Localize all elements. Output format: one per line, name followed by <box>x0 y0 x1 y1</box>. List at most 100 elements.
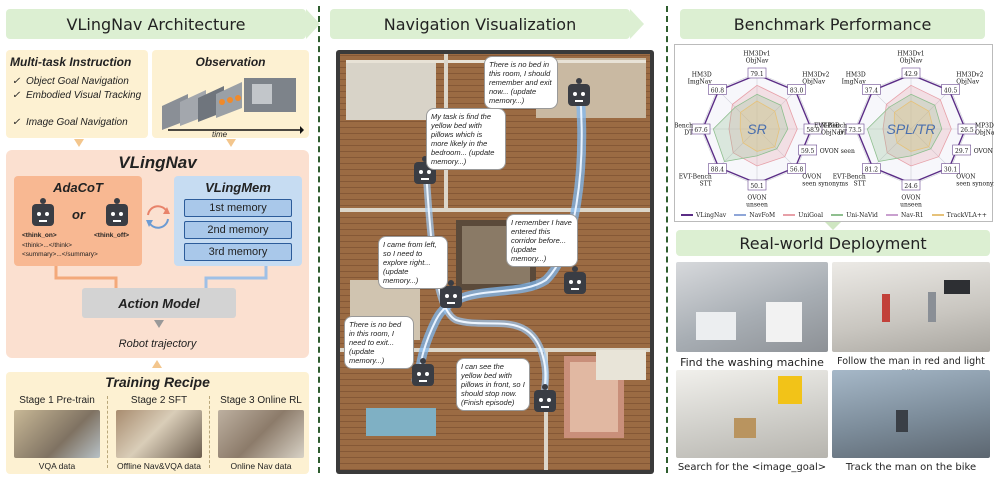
realworld-header: Real-world Deployment <box>676 230 990 256</box>
legend-label: Uni-NaVid <box>846 211 878 219</box>
legend-swatch <box>681 214 693 216</box>
adacot-box: AdaCoT or <think_on> <think_off> <think>… <box>14 176 142 266</box>
radar-left-axis-label-6-1: DT <box>684 130 693 137</box>
multitask-item-2: ✓ Embodied Visual Tracking <box>12 90 142 101</box>
radar-left-value-box-3 <box>787 163 806 174</box>
realworld-caption-1: Find the washing machine <box>680 356 824 369</box>
legend-label: UniGoal <box>798 211 824 219</box>
action-model-label: Action Model <box>118 295 200 311</box>
robot-map-icon-5 <box>412 358 434 386</box>
adacot-or-label: or <box>72 207 85 222</box>
radar-right-value-5: 81.2 <box>865 167 879 174</box>
stage-2-caption: Offline Nav&VQA data <box>117 461 201 471</box>
radar-right-value-box-4 <box>901 179 921 191</box>
legend-item: Nav-R1 <box>886 209 924 221</box>
radar-left-axis-label-1-1: ObjNav <box>802 79 825 86</box>
think-trace-2: <summary>...</summary> <box>22 251 98 258</box>
legend-swatch <box>831 214 844 216</box>
robot-map-icon-6 <box>534 384 556 412</box>
arrow-to-realworld <box>825 222 841 230</box>
legend-item: TrackVLA++ <box>931 209 987 221</box>
radar-left-value-box-6 <box>691 123 711 135</box>
radar-right-axis-label-6-0: EVT-Bench <box>814 123 847 130</box>
radar-left-axis-label-0-0: HM3Dv1 <box>743 51 770 58</box>
radar-right-value-1: 40.5 <box>944 87 958 94</box>
radar-left-extra-label-0: OVON seen <box>820 148 855 155</box>
radar-right-axis-label-5-0: EVT-Bench <box>833 173 866 180</box>
legend-swatch <box>886 214 899 216</box>
architecture-header: VLingNav Architecture <box>6 9 306 39</box>
radar-right-value-4: 24.6 <box>904 183 918 190</box>
radar-left-axis-label-2-0: MP3D <box>821 123 840 130</box>
radar-right-axis-label-1-0: HM3Dv2 <box>956 72 983 79</box>
legend-label: NavFoM <box>749 211 776 219</box>
radar-right-baseline-area-2 <box>893 100 934 152</box>
radar-right-extra-label-0: OVON seen <box>974 148 994 155</box>
radar-right-value-box-0 <box>901 67 921 79</box>
radar-left-value-6: 67.6 <box>694 127 708 134</box>
legend-swatch <box>931 214 944 216</box>
header-arrow-2 <box>630 9 644 39</box>
radar-right-value-box-7 <box>862 84 881 95</box>
multitask-title: Multi-task Instruction <box>10 55 132 69</box>
memory-slot-2: 2nd memory <box>184 221 292 239</box>
legend-swatch <box>734 214 747 216</box>
radar-right-axis-label-1-1: ObjNav <box>956 79 979 86</box>
stage-2-image <box>116 410 202 458</box>
divider-right <box>666 6 668 473</box>
radar-left-value-7: 60.8 <box>711 87 725 94</box>
stage-1-image <box>14 410 100 458</box>
radar-left-value-box-7 <box>708 84 727 95</box>
radar-left-axis-label-4-1: unseen <box>746 202 768 209</box>
radar-left-value-3: 56.8 <box>790 167 804 174</box>
radar-right-value-7: 37.4 <box>865 87 879 94</box>
nav-bubble-4: I came from left, so I need to explore r… <box>378 236 448 289</box>
realworld-photo-follow-man <box>832 262 990 352</box>
nav-bubble-1: There is no bed in this room, I should r… <box>484 56 558 109</box>
arrow-observation <box>226 139 236 147</box>
radar-left-baseline-area-1 <box>712 93 789 162</box>
observation-frames <box>162 78 304 134</box>
vlingnav-title: VLingNav <box>118 153 197 172</box>
arrow-multitask <box>74 139 84 147</box>
adacot-title: AdaCoT <box>53 180 103 195</box>
observation-title: Observation <box>195 55 266 69</box>
radar-left-baseline-area-0 <box>728 84 798 167</box>
legend-label: VLingNav <box>696 211 727 219</box>
radar-right-value-box-5 <box>862 163 881 174</box>
navigation-header: Navigation Visualization <box>330 9 630 39</box>
radar-left-axis-label-3-1: seen synonyms <box>802 180 848 187</box>
stage-divider-2 <box>209 396 210 468</box>
arrow-training-up <box>152 360 162 368</box>
memory-slot-1: 1st memory <box>184 199 292 217</box>
radar-left-value-box-2 <box>803 123 823 135</box>
radar-right-axis-label-6-1: DT <box>838 130 847 137</box>
radar-left-value-0: 79.1 <box>750 71 763 78</box>
divider-left <box>318 6 320 473</box>
realworld-caption-3: Search for the <image_goal> <box>677 462 827 473</box>
radar-right-axis-label-3-1: seen synonyms <box>956 180 994 187</box>
radar-left-spoke-1 <box>756 89 797 130</box>
radar-right-value-box-6 <box>845 123 865 135</box>
action-model-box: Action Model <box>82 288 236 318</box>
realworld-photo-track-bike <box>832 370 990 458</box>
realworld-photo-washing-machine <box>676 262 828 352</box>
radar-left-axis-label-7-0: HM3D <box>692 72 712 79</box>
vlingmem-box: VLingMem 1st memory 2nd memory 3rd memor… <box>174 176 302 266</box>
radar-left-axis-label-1-0: HM3Dv2 <box>802 72 829 79</box>
observation-panel: Observation time <box>152 50 309 139</box>
robot-map-icon-4 <box>440 280 462 308</box>
radar-left-value-box-4 <box>747 179 767 191</box>
radar-left-value-4: 50.1 <box>750 183 763 190</box>
stage-3-caption: Online Nav data <box>230 461 292 471</box>
radar-left-axis-label-7-1: ImgNav <box>688 79 713 86</box>
radar-left-value-box-1 <box>787 84 806 95</box>
radar-right-baseline-area-0 <box>882 84 952 167</box>
radar-left-spoke-7 <box>717 89 758 130</box>
legend-item: Uni-NaVid <box>831 209 878 221</box>
vlingnav-panel: VLingNav AdaCoT or <think_on> <think_off… <box>6 150 309 358</box>
radar-right-extra-box-0 <box>952 144 972 156</box>
radar-charts: SR79.1HM3Dv1ObjNav83.0HM3Dv2ObjNav58.9MP… <box>660 51 997 209</box>
arrow-to-trajectory <box>154 320 164 328</box>
radar-right-spoke-1 <box>910 89 951 130</box>
